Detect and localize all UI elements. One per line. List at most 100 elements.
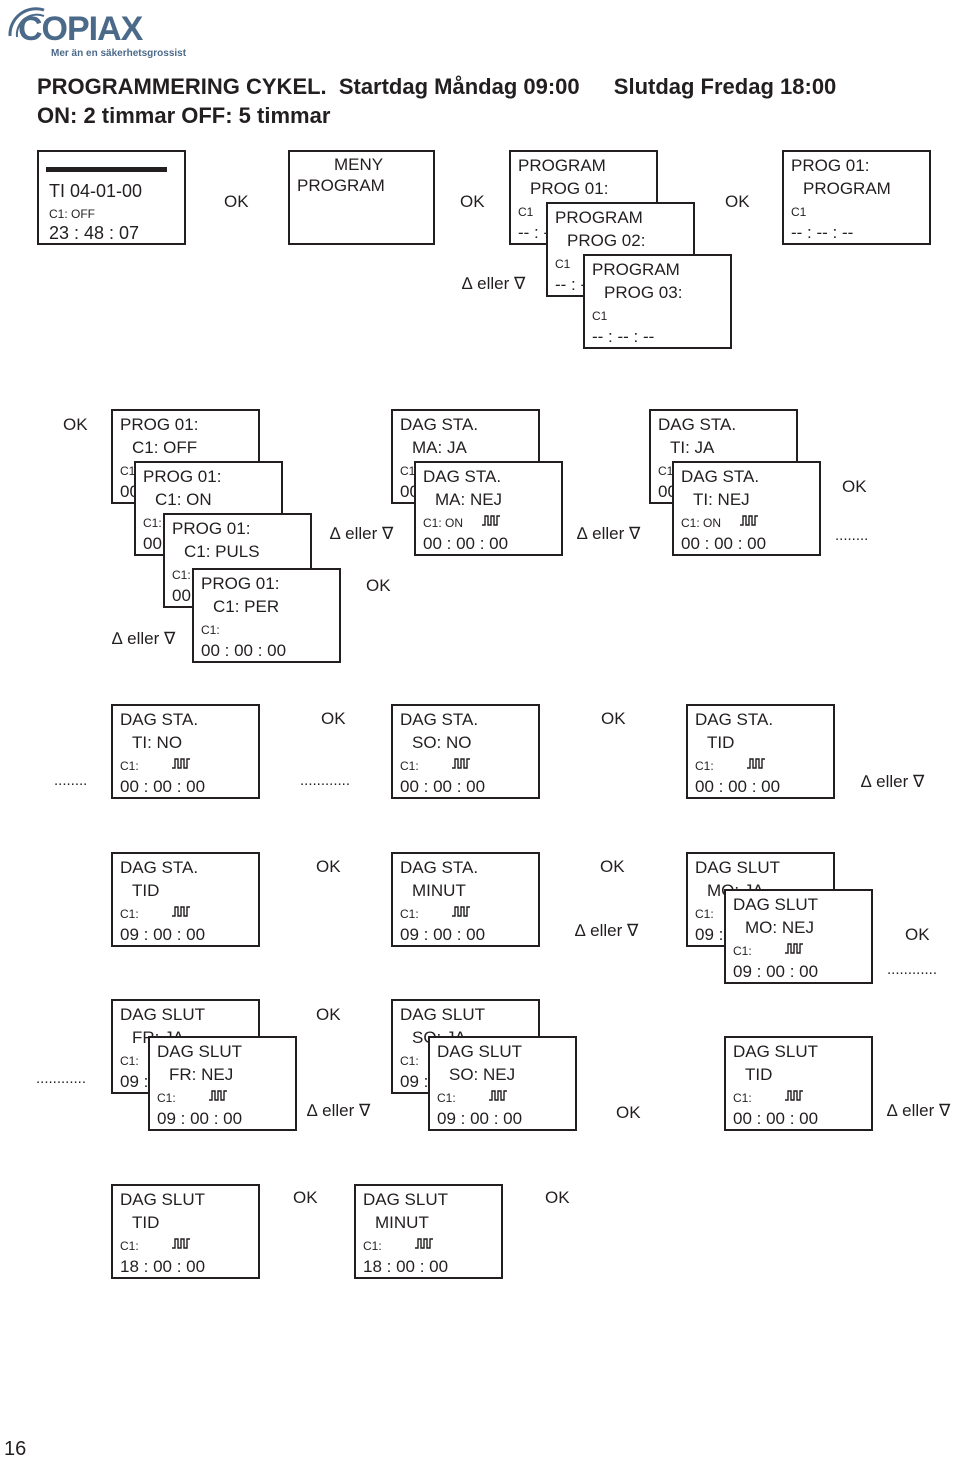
continuation-dots: ............ <box>36 1070 87 1087</box>
lcd-line: C1: <box>733 1091 752 1105</box>
lcd-line: PROGRAM <box>297 176 385 195</box>
lcd-line: TI: NO <box>132 733 183 752</box>
lcd-line: 23 : 48 : 07 <box>49 223 140 243</box>
lcd-line: TI: JA <box>670 438 715 457</box>
lcd-line: C1: <box>437 1091 456 1105</box>
lcd-line: C1 <box>592 309 608 323</box>
lcd-line: TID <box>745 1065 773 1084</box>
lcd-line: C1: <box>400 1054 419 1068</box>
lcd-line: C1: <box>157 1091 176 1105</box>
copiax-logo: COPIAX Mer än en säkerhetsgrossist <box>4 6 186 62</box>
lcd-line: C1: <box>733 944 752 958</box>
continuation-dots: ........ <box>835 527 869 544</box>
nav-up-down-label: ∆ eller ∇ <box>577 524 641 543</box>
lcd-screen-dagsta-ti-nej: DAG STA. TI: NEJ C1: ON 00 : 00 : 00 <box>672 461 821 556</box>
ok-label: OK <box>600 857 625 876</box>
lcd-line: -- : -- : -- <box>791 223 854 242</box>
lcd-line: 09 : <box>400 1072 429 1091</box>
lcd-line: DAG STA. <box>400 710 479 729</box>
lcd-line: TID <box>707 733 735 752</box>
ok-label: OK <box>545 1188 570 1207</box>
lcd-line: SO: NO <box>412 733 472 752</box>
ok-label: OK <box>725 192 750 211</box>
lcd-line: PROG 01: <box>791 156 870 175</box>
lcd-line: 09 : 00 : 00 <box>437 1109 523 1128</box>
lcd-line: C1: <box>695 759 714 773</box>
lcd-screen-dagslut-minut: DAG SLUT MINUT C1: 18 : 00 : 00 <box>354 1184 503 1279</box>
ok-label: OK <box>293 1188 318 1207</box>
lcd-line: C1 <box>120 464 136 478</box>
lcd-screen-menu: MENY PROGRAM <box>288 150 435 245</box>
ok-label: OK <box>224 192 249 211</box>
lcd-line: C1: ON <box>155 490 212 509</box>
heading-end: Slutdag Fredag 18:00 <box>613 74 837 99</box>
lcd-line: 00 : 00 : 00 <box>733 1109 819 1128</box>
lcd-line: MINUT <box>375 1213 429 1232</box>
lcd-line: DAG SLUT <box>120 1005 206 1024</box>
lcd-line: C1: <box>400 907 419 921</box>
heading-title: PROGRAMMERING CYKEL. <box>37 74 327 99</box>
lcd-line: MA: JA <box>412 438 467 457</box>
lcd-line: DAG STA. <box>400 858 479 877</box>
nav-up-down-label: ∆ eller ∇ <box>861 772 925 791</box>
lcd-line: PROGRAM <box>803 179 891 198</box>
lcd-line: MO: NEJ <box>745 918 814 937</box>
lcd-line: PROGRAM <box>518 156 606 175</box>
continuation-dots: ........ <box>54 772 88 789</box>
pulse-icon <box>747 758 765 769</box>
lcd-line: C1: <box>695 907 714 921</box>
nav-up-down-label: ∆ eller ∇ <box>575 921 639 940</box>
lcd-line: PROG 02: <box>567 231 646 250</box>
heading-line-2: ON: 2 timmar OFF: 5 timmar <box>37 103 331 128</box>
lcd-line: 00 : 00 : 00 <box>120 777 206 796</box>
lcd-line: C1: PULS <box>184 542 260 561</box>
heading-start: Startdag Måndag 09:00 <box>338 74 580 99</box>
brand-tagline: Mer än en säkerhetsgrossist <box>51 48 187 59</box>
pulse-icon <box>452 758 470 769</box>
lcd-line: DAG SLUT <box>400 1005 486 1024</box>
lcd-line: DAG SLUT <box>157 1042 243 1061</box>
lcd-line: C1: <box>120 1239 139 1253</box>
lcd-line: PROG 01: <box>201 574 280 593</box>
lcd-line: C1: OFF <box>132 438 198 457</box>
lcd-line: PROG 01: <box>530 179 609 198</box>
lcd-screen-dagsta-ti-no: DAG STA. TI: NO C1: 00 : 00 : 00 <box>111 704 260 799</box>
ok-label: OK <box>616 1103 641 1122</box>
lcd-line: DAG SLUT <box>695 858 781 877</box>
lcd-line: 00 : 00 : 00 <box>201 641 287 660</box>
lcd-screen-prog01-program: PROG 01: PROGRAM C1 -- : -- : -- <box>782 150 931 245</box>
lcd-line: TID <box>132 881 160 900</box>
page-number: 16 <box>4 1438 27 1460</box>
lcd-line: PROG 01: <box>120 415 199 434</box>
pulse-icon <box>172 758 190 769</box>
lcd-line: -- : - <box>518 223 550 242</box>
lcd-screen-clock: TI 04-01-00 C1: OFF 23 : 48 : 07 <box>37 150 186 245</box>
lcd-screen-dagslut-tid: DAG SLUT TID C1: 00 : 00 : 00 <box>724 1036 873 1131</box>
lcd-line: DAG STA. <box>695 710 774 729</box>
lcd-line: C1: PER <box>213 597 280 616</box>
lcd-line: C1: OFF <box>49 207 96 221</box>
lcd-line: DAG SLUT <box>437 1042 523 1061</box>
lcd-screen-dagsta-tid-09: DAG STA. TID C1: 09 : 00 : 00 <box>111 852 260 947</box>
lcd-line: MINUT <box>412 881 466 900</box>
lcd-line: DAG STA. <box>681 467 760 486</box>
display-bar <box>46 167 167 172</box>
lcd-line: C1: <box>120 907 139 921</box>
lcd-line: C1: <box>120 759 139 773</box>
pulse-icon <box>172 906 190 917</box>
pulse-icon <box>489 1090 507 1101</box>
lcd-line: PROG 01: <box>143 467 222 486</box>
brand-name: COPIAX <box>18 10 143 48</box>
lcd-screen-dagsta-so-no: DAG STA. SO: NO C1: 00 : 00 : 00 <box>391 704 540 799</box>
pulse-icon <box>172 1238 190 1249</box>
lcd-line: C1 <box>400 464 416 478</box>
lcd-screen-dagslut-tid-18: DAG SLUT TID C1: 18 : 00 : 00 <box>111 1184 260 1279</box>
nav-up-down-label: ∆ eller ∇ <box>307 1101 371 1120</box>
lcd-line: PROGRAM <box>592 260 680 279</box>
lcd-line: C1: ON <box>423 516 464 530</box>
lcd-line: PROGRAM <box>555 208 643 227</box>
lcd-line: FR: NEJ <box>169 1065 234 1084</box>
lcd-line: C1: <box>400 759 419 773</box>
lcd-screen-dagsta-tid: DAG STA. TID C1: 00 : 00 : 00 <box>686 704 835 799</box>
logo-arc-icon <box>8 7 45 38</box>
